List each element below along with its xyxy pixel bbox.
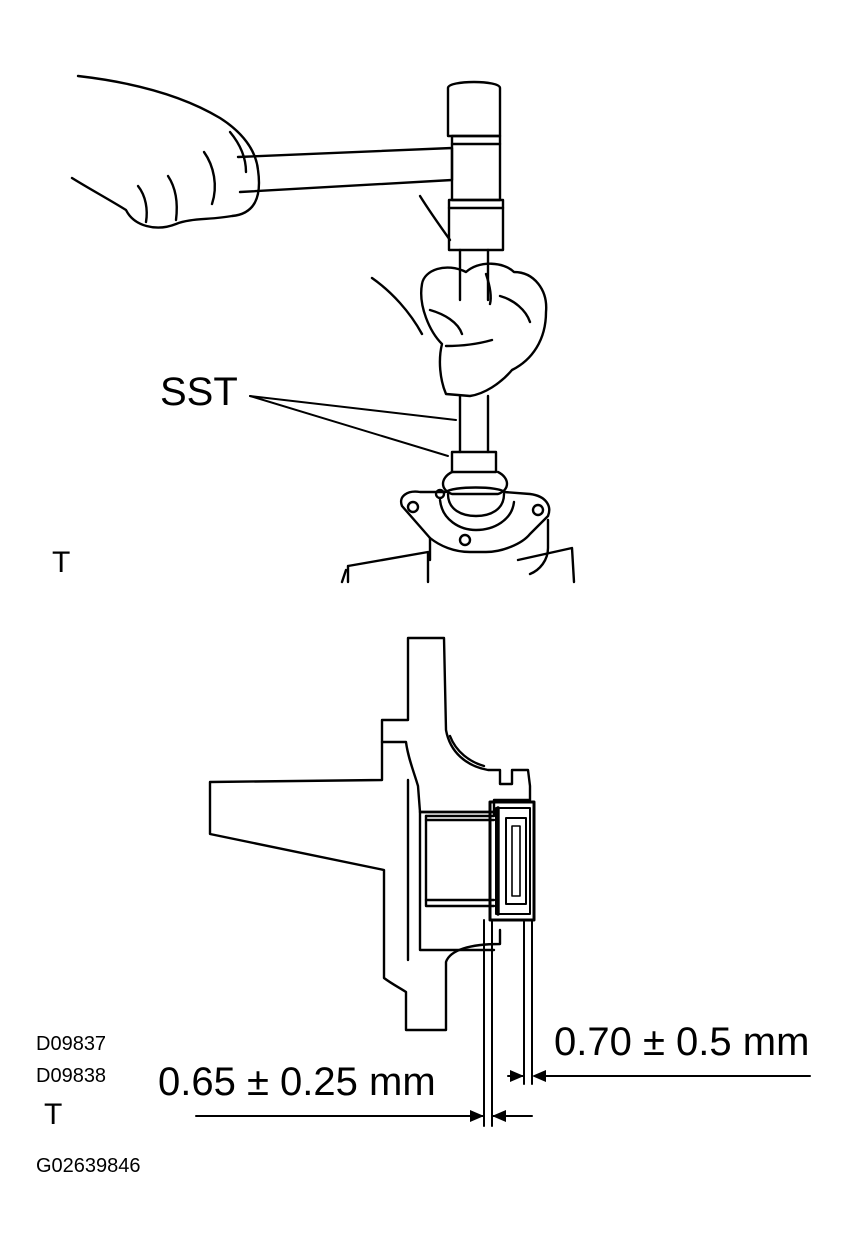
- top-marker-t: T: [52, 546, 71, 579]
- sst-label: SST: [160, 370, 238, 414]
- dimension-inner-label: 0.65 ± 0.25 mm: [158, 1060, 436, 1104]
- dimension-outer-label: 0.70 ± 0.5 mm: [554, 1020, 810, 1064]
- sleeve-line-2: [418, 194, 452, 242]
- flange-housing: [399, 486, 551, 576]
- hammer-and-driver-figure: [70, 74, 576, 584]
- figure-code-2: D09838: [36, 1065, 107, 1087]
- transmission-case: [340, 546, 576, 584]
- sst-leader-lines: [249, 395, 457, 457]
- sleeve-line: [370, 276, 424, 336]
- figure-code-1: D09837: [36, 1033, 107, 1055]
- bottom-marker-t: T: [44, 1098, 63, 1131]
- sst-upper-rod: [458, 248, 490, 302]
- oil-seal: [488, 800, 536, 922]
- arrowheads: [470, 1070, 546, 1122]
- bore: [418, 810, 496, 908]
- hammer-handle: [236, 146, 454, 194]
- lower-hand: [420, 262, 548, 398]
- reference-code: G02639846: [36, 1155, 141, 1177]
- upper-hand: [70, 74, 261, 229]
- hammer-head: [446, 80, 505, 252]
- hub-outline: [380, 636, 532, 814]
- shaft-taper: [208, 740, 502, 1032]
- hub-face: [406, 778, 496, 962]
- sst-lower-rod: [441, 394, 509, 496]
- extension-lines: [483, 919, 533, 1127]
- hub-inner-step: [448, 734, 486, 768]
